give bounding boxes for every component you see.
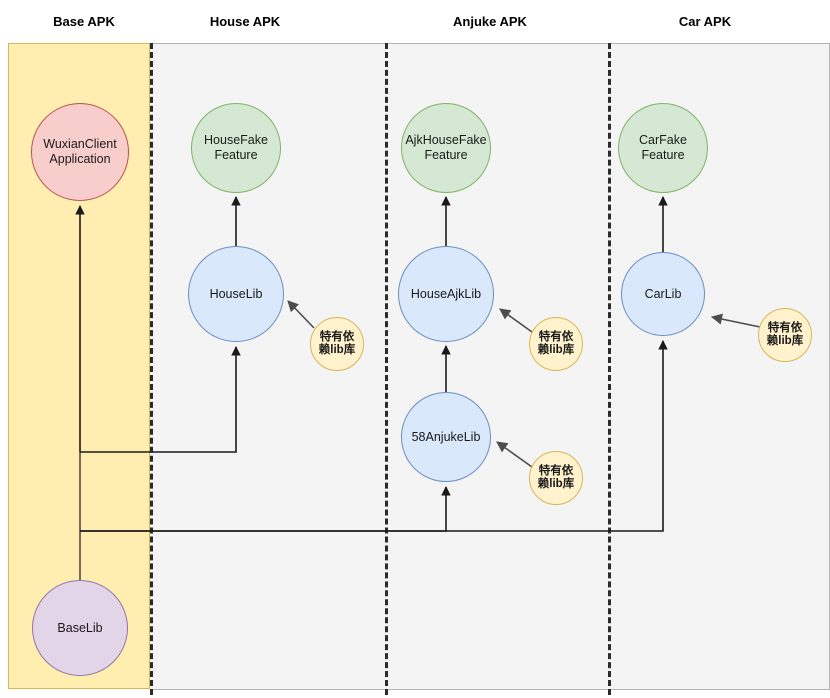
node-houselib[interactable]: HouseLib (188, 246, 284, 342)
node-58anjukelib-label: 58AnjukeLib (411, 429, 481, 444)
column-header-car-apk: Car APK (621, 14, 789, 29)
note-houselib-specific-dependency[interactable]: 特有依 赖lib库 (310, 317, 364, 371)
node-housefake-feature[interactable]: HouseFake Feature (191, 103, 281, 193)
edge-baselib-to-58anjukelib (80, 486, 451, 532)
node-baselib[interactable]: BaseLib (32, 580, 128, 676)
edge-note-to-houseajklib (499, 308, 533, 333)
column-header-car-apk-label: Car APK (678, 14, 732, 29)
node-wuxianclient-application[interactable]: WuxianClient Application (31, 103, 129, 201)
edge-baselib-to-houselib (80, 346, 241, 453)
note-houseajklib-specific-dependency-label: 特有依 赖lib库 (537, 330, 575, 356)
node-houseajklib[interactable]: HouseAjkLib (398, 246, 494, 342)
node-ajkhousefake-feature[interactable]: AjkHouseFake Feature (401, 103, 491, 193)
note-carlib-specific-dependency[interactable]: 特有依 赖lib库 (758, 308, 812, 362)
node-houseajklib-label: HouseAjkLib (410, 286, 482, 301)
node-wuxianclient-application-label: WuxianClient Application (43, 137, 117, 166)
node-housefake-feature-label: HouseFake Feature (204, 133, 268, 162)
node-houselib-label: HouseLib (209, 286, 263, 301)
node-baselib-label: BaseLib (57, 620, 103, 635)
edge-note-to-houselib (287, 300, 315, 329)
edge-note-to-carlib (710, 313, 761, 328)
column-header-anjuke-apk-label: Anjuke APK (453, 14, 527, 29)
node-58anjukelib[interactable]: 58AnjukeLib (401, 392, 491, 482)
note-houseajklib-specific-dependency[interactable]: 特有依 赖lib库 (529, 317, 583, 371)
edge-note-to-58anjukelib (496, 441, 533, 468)
node-carlib-label: CarLib (644, 286, 682, 301)
node-carfake-feature[interactable]: CarFake Feature (618, 103, 708, 193)
column-header-house-apk-label: House APK (209, 14, 281, 29)
node-ajkhousefake-feature-label: AjkHouseFake Feature (405, 133, 487, 162)
column-header-anjuke-apk: Anjuke APK (406, 14, 574, 29)
edge-baselib-to-carlib (80, 340, 668, 532)
column-header-base-apk-label: Base APK (53, 14, 115, 29)
note-houselib-specific-dependency-label: 特有依 赖lib库 (318, 330, 356, 356)
note-58anjukelib-specific-dependency-label: 特有依 赖lib库 (537, 464, 575, 490)
note-carlib-specific-dependency-label: 特有依 赖lib库 (766, 321, 804, 347)
divider-base-house (150, 43, 153, 695)
node-carlib[interactable]: CarLib (621, 252, 705, 336)
column-header-base-apk: Base APK (0, 14, 168, 29)
node-carfake-feature-label: CarFake Feature (639, 133, 687, 162)
divider-anjuke-car (608, 43, 611, 695)
note-58anjukelib-specific-dependency[interactable]: 特有依 赖lib库 (529, 451, 583, 505)
column-header-house-apk: House APK (161, 14, 329, 29)
divider-house-anjuke (385, 43, 388, 695)
